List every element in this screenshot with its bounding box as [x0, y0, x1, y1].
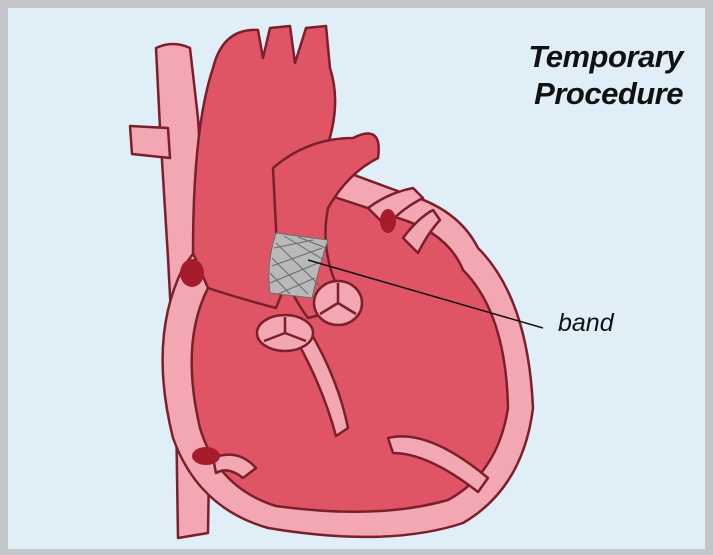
vessel-opening-3: [192, 447, 220, 465]
vessel-opening-1: [180, 259, 204, 287]
title-line-2: Procedure: [534, 76, 683, 112]
title-line-1: Temporary: [528, 39, 683, 75]
illustration-panel: Temporary Procedure band: [8, 8, 705, 549]
vessel-opening-2: [380, 209, 396, 233]
vena-cava-branch: [130, 126, 170, 158]
band-label: band: [558, 309, 614, 338]
